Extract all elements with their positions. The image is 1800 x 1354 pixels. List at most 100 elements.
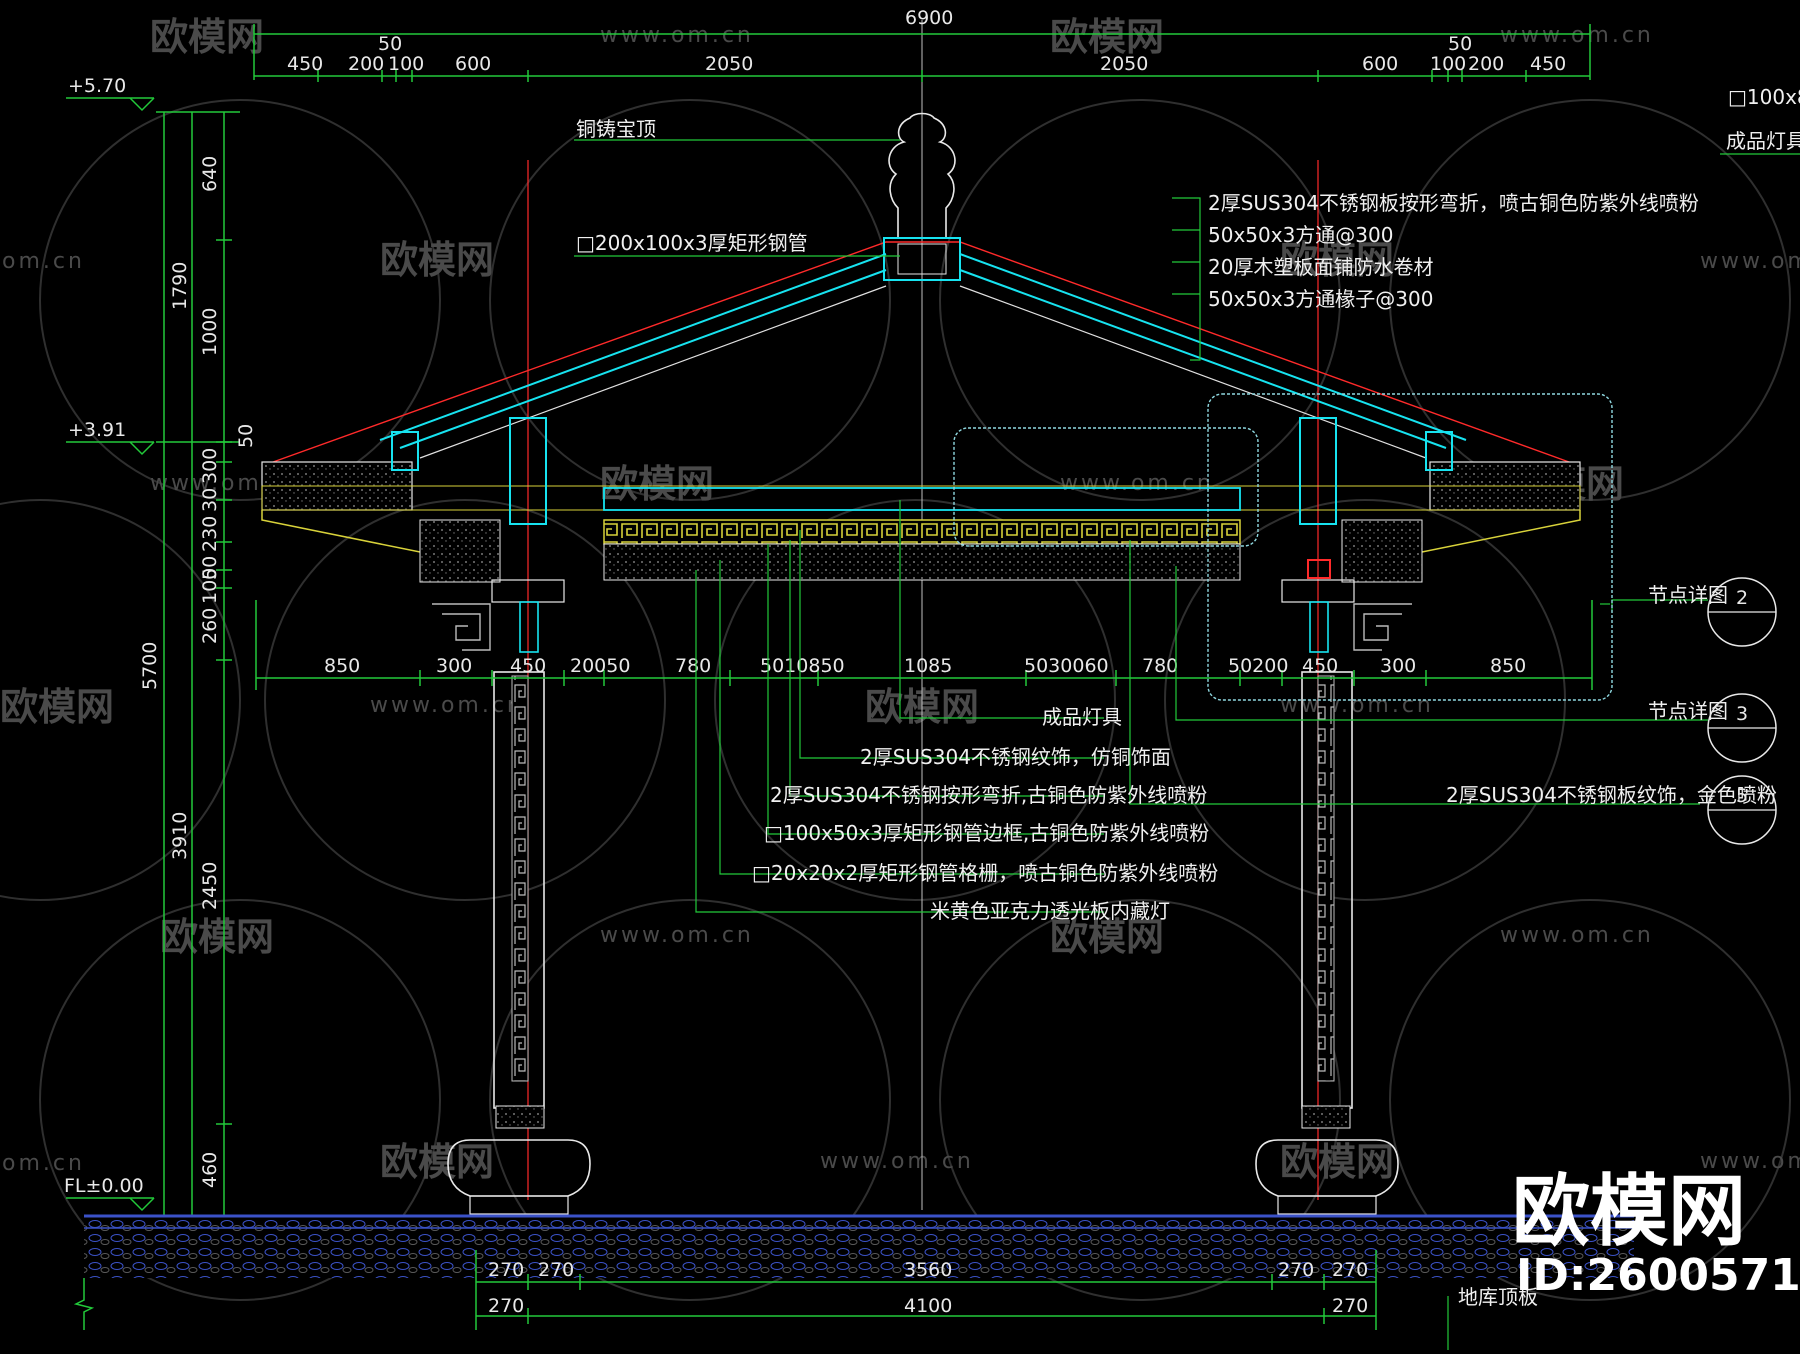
vertical-dimension-chains	[156, 111, 240, 1217]
note-right-gold: 2厚SUS304不锈钢板纹饰，金色喷粉	[1446, 783, 1777, 807]
note-right-lamp: 成品灯具	[1726, 129, 1800, 153]
watermark-url-short: om.cn	[2, 1151, 85, 1176]
annotations: 铜铸宝顶 □200x100x3厚矩形钢管 2厚SUS304不锈钢板按形弯折，喷古…	[576, 85, 1800, 1309]
bdim-label: 270	[1332, 1295, 1368, 1317]
note-tube-200: □200x100x3厚矩形钢管	[576, 231, 808, 255]
mdim-label: 50200	[1228, 655, 1288, 677]
bdim-label: 4100	[904, 1295, 952, 1317]
mid-dimension-chain	[255, 600, 1593, 690]
mdim-label: 300	[436, 655, 472, 677]
watermark-brand: 欧模网	[380, 1140, 494, 1184]
watermark-brand: 欧模网	[1280, 1140, 1394, 1184]
mdim-label: 780	[675, 655, 711, 677]
brand-logo-text: 欧模网	[1512, 1167, 1746, 1257]
ground-slab	[73, 1214, 1634, 1330]
watermark-brand: 欧模网	[380, 238, 494, 282]
mdim-label: 5010850	[760, 655, 845, 677]
elevation-floor-label: FL±0.00	[64, 1175, 144, 1197]
note-c3: □100x50x3厚矩形钢管边框,古铜色防紫外线喷粉	[764, 821, 1209, 845]
vdim-30: 30	[199, 488, 221, 512]
watermark-url: www.om.cn	[1700, 249, 1800, 274]
mdim-label: 300	[1380, 655, 1416, 677]
vdim-upper: 1790	[169, 262, 191, 310]
dim-label: 100	[1430, 53, 1466, 75]
leader-lines	[574, 139, 1800, 1350]
watermark-url: www.om.cn	[1060, 471, 1214, 496]
mdim-label: 780	[1142, 655, 1178, 677]
bdim-label: 270	[488, 1259, 524, 1281]
top-dimension-labels: 6900 50 50 450 200 100 600 2050 2050 600…	[287, 7, 1566, 75]
watermark-url: www.om.cn	[1500, 923, 1654, 948]
vdim-230: 230	[199, 516, 221, 552]
vdim-300: 300	[199, 448, 221, 484]
bdim-label: 270	[1278, 1259, 1314, 1281]
vdim-50: 50	[235, 424, 257, 448]
bdim-label: 270	[538, 1259, 574, 1281]
roof-structure	[261, 112, 1581, 467]
mid-dimension-labels: 850 300 450 20050 780 5010850 1085 50300…	[324, 655, 1526, 677]
vdim-100: 100	[199, 568, 221, 604]
watermark-url: www.om.cn	[820, 1149, 974, 1174]
vdim-lower: 3910	[169, 812, 191, 860]
watermark-brand: 欧模网	[150, 15, 264, 59]
dim-label: 100	[388, 53, 424, 75]
mdim-label: 1085	[904, 655, 952, 677]
mdim-label: 20050	[570, 655, 630, 677]
note-slab: 地库顶板	[1458, 1285, 1538, 1309]
note-c2: 2厚SUS304不锈钢按形弯折,古铜色防紫外线喷粉	[770, 783, 1207, 807]
note-finial: 铜铸宝顶	[576, 117, 656, 141]
watermark-url: www.om.cn	[600, 923, 754, 948]
note-c1: 2厚SUS304不锈钢纹饰，仿铜饰面	[860, 745, 1171, 769]
bdim-label: 270	[488, 1295, 524, 1317]
elevation-top-label: +5.70	[68, 75, 126, 97]
bdim-label: 270	[1332, 1259, 1368, 1281]
watermark-url: www.om.cn	[1500, 23, 1654, 48]
bottom-dimension-chains	[475, 1250, 1377, 1330]
ring-beam	[261, 417, 1581, 583]
dim-label: 2050	[1100, 53, 1148, 75]
note-roof-1: 2厚SUS304不锈钢板按形弯折，喷古铜色防紫外线喷粉	[1208, 191, 1699, 215]
detail-callout-boxes	[953, 393, 1613, 701]
detail-label-2: 节点详图	[1648, 583, 1728, 607]
bottom-dimension-labels: 270 270 3560 270 270 270 4100 270	[488, 1259, 1368, 1317]
overall-width-label: 6900	[905, 7, 953, 29]
watermark-url: www.om.cn	[1280, 693, 1434, 718]
dim-label: 200	[1468, 53, 1504, 75]
watermark-brand: 欧模网	[1050, 15, 1164, 59]
columns	[432, 579, 1412, 1215]
elevation-mid-label: +3.91	[68, 419, 126, 441]
watermark-circles	[0, 99, 1791, 1301]
elevation-markers	[66, 97, 155, 1212]
watermark-brand: 欧模网	[600, 462, 714, 506]
dim-label: 600	[455, 53, 491, 75]
detail-num-3: 3	[1736, 703, 1748, 725]
brand-id: ID:2600571	[1516, 1250, 1800, 1301]
mdim-label: 850	[1490, 655, 1526, 677]
dim-small-left: 50	[378, 33, 402, 55]
note-right-tube: □100x80	[1728, 85, 1800, 109]
vdim-260: 260	[199, 608, 221, 644]
watermark-brand: 欧模网	[0, 685, 114, 729]
vdim-total: 5700	[139, 642, 161, 690]
mdim-label: 5030060	[1024, 655, 1109, 677]
watermark-url-short: om.cn	[2, 249, 85, 274]
vdim-150: 50	[199, 556, 221, 580]
vdim-2450: 2450	[199, 862, 221, 910]
dim-label: 450	[287, 53, 323, 75]
elevation-labels: +5.70 +3.91 FL±0.00	[64, 75, 144, 1197]
mdim-label: 450	[510, 655, 546, 677]
watermark-brand: 欧模网	[1280, 238, 1394, 282]
note-roof-3: 20厚木塑板面铺防水卷材	[1208, 255, 1433, 279]
dim-label: 600	[1362, 53, 1398, 75]
note-lamp: 成品灯具	[1042, 705, 1122, 729]
detail-label-3: 节点详图	[1648, 699, 1728, 723]
watermark-brand: 欧模网	[160, 915, 274, 959]
vertical-dimension-labels: 5700 1790 3910 640 1000 50 300 30 230 50…	[139, 156, 257, 1188]
watermark-url: www.om.cn	[600, 23, 754, 48]
note-roof-4: 50x50x3方通椽子@300	[1208, 287, 1433, 311]
mdim-label: 850	[324, 655, 360, 677]
watermark-brand: 欧模网	[1050, 915, 1164, 959]
detail-bubbles: 2 3 5	[1707, 577, 1777, 845]
vdim-460: 460	[199, 1152, 221, 1188]
